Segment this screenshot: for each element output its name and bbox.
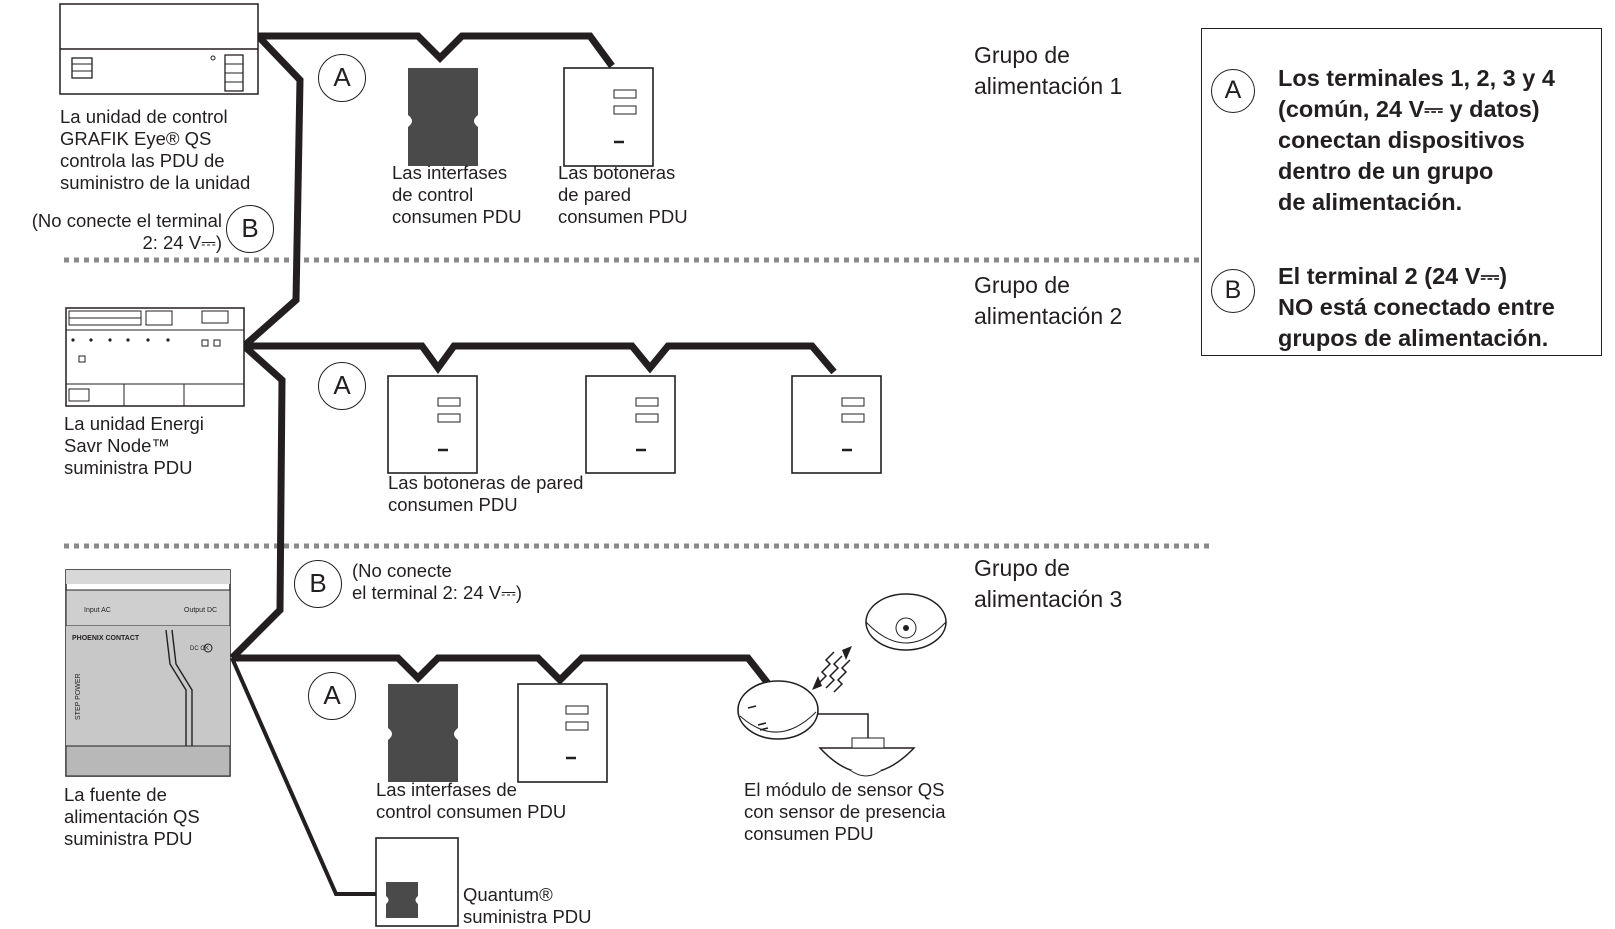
legend-text-b: El terminal 2 (24 V⎓)NO está conectado e…: [1278, 263, 1555, 351]
psu-brand: PHOENIX CONTACT: [72, 635, 140, 642]
wireless-signal-icon: [812, 646, 852, 693]
riser-wire-2: [229, 343, 286, 661]
marker-a-group-1: A: [318, 54, 366, 102]
wall-keypad-group-2-b: [585, 375, 676, 474]
quantum-panel: [375, 837, 459, 927]
legend-text-a: Los terminales 1, 2, 3 y 4(común, 24 V⎓ …: [1278, 65, 1555, 215]
wall-keypad-group-2-a: [387, 375, 478, 474]
legend-box: A Los terminales 1, 2, 3 y 4(común, 24 V…: [1201, 28, 1602, 356]
marker-b-group-1: B: [226, 205, 274, 253]
qs-sensor-module: [737, 680, 819, 740]
marker-a-group-3: A: [308, 672, 356, 720]
marker-a-group-2: A: [318, 362, 366, 410]
energi-savr-node-device: [65, 307, 245, 407]
psu-output-label: Output DC: [184, 607, 217, 614]
psu-dc-ok: DC OK: [190, 646, 209, 652]
grafik-eye-device: [59, 3, 259, 95]
psu-step-label: STEP POWER: [75, 673, 82, 720]
legend-marker-b: B: [1211, 269, 1255, 313]
wall-keypad-group-1: [563, 67, 654, 167]
bus-wire-group-1: [258, 32, 615, 69]
occupancy-sensor: [818, 713, 916, 777]
wall-keypad-group-3: [517, 683, 608, 783]
control-interface-group-3: [388, 684, 458, 782]
wall-keypad-group-2-c: [791, 375, 882, 474]
bus-wire-group-3: [232, 654, 773, 689]
control-interface-group-1: [408, 68, 478, 166]
psu-input-label: Input AC: [84, 607, 111, 614]
bus-wire-group-2: [244, 342, 837, 375]
qs-power-supply-device: Input AC Output DC PHOENIX CONTACT DC OK…: [65, 569, 231, 777]
marker-b-group-2: B: [294, 560, 342, 608]
riser-wire-1: [241, 33, 304, 349]
wire-to-quantum: [230, 657, 378, 896]
legend-marker-a: A: [1211, 69, 1255, 113]
quantum-label: Quantum®suministra PDU: [463, 884, 592, 927]
wireless-occupancy-sensor: [865, 593, 947, 651]
